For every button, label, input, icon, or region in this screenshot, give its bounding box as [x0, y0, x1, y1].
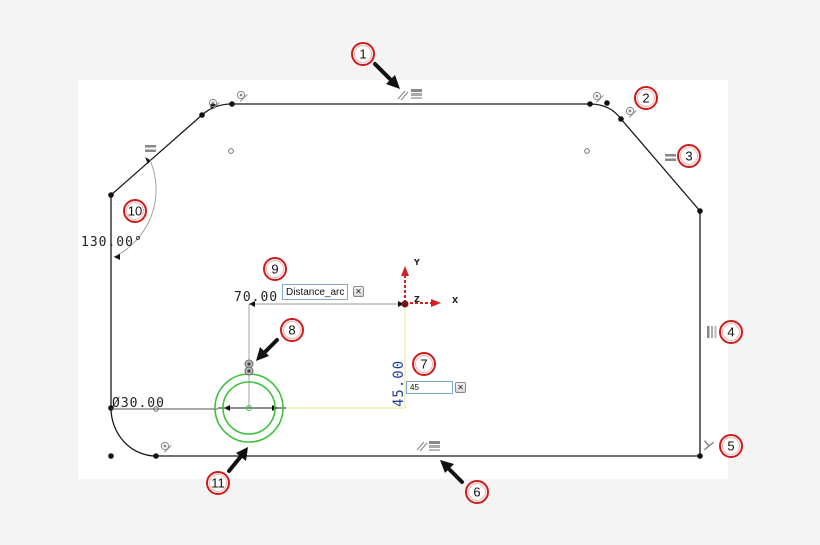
close-vertical-dimension-button[interactable]: ✕: [455, 382, 466, 393]
y-axis-label: Y: [413, 258, 420, 267]
callout-4: 4: [719, 320, 743, 344]
svg-text:3: 3: [685, 149, 692, 164]
close-distance-name-button[interactable]: ✕: [353, 286, 364, 297]
svg-text:6: 6: [473, 485, 480, 500]
sketch-profile[interactable]: [110, 103, 701, 457]
svg-text:1: 1: [359, 47, 366, 62]
left-chamfer-line[interactable]: [110, 114, 203, 196]
horizontal-dimension[interactable]: 70.00: [234, 290, 404, 408]
right-chamfer-line[interactable]: [620, 118, 701, 212]
callout-3: 3: [677, 144, 701, 168]
callout-7: 7: [412, 352, 436, 376]
svg-text:11: 11: [211, 476, 225, 491]
callout-5: 5: [719, 434, 743, 458]
parallel-icon[interactable]: [397, 90, 409, 101]
tangent-icon-top-left-1[interactable]: [207, 97, 220, 110]
vertical-dimension-input[interactable]: [406, 381, 453, 394]
parallel-icon-bottom[interactable]: [416, 441, 428, 452]
svg-text:7: 7: [420, 357, 427, 372]
svg-text:2: 2: [642, 91, 649, 106]
callout-1: 1: [351, 42, 375, 66]
callout-6: 6: [465, 480, 489, 504]
inner-circle[interactable]: [222, 381, 276, 435]
angle-dimension[interactable]: 130.00°: [81, 157, 157, 260]
sketch-canvas[interactable]: [78, 80, 728, 479]
vertical-dimension[interactable]: 45.00: [280, 306, 407, 409]
callout-8: 8: [280, 318, 304, 342]
tangent-icon-bottom-left[interactable]: [159, 440, 172, 453]
origin-axes: Y X Z: [401, 258, 459, 308]
tangent-icon-top-right-2[interactable]: [624, 105, 637, 118]
callout-11: 11: [206, 471, 230, 495]
equal-icon-left[interactable]: [145, 145, 156, 152]
horizontal-icon[interactable]: [411, 89, 422, 99]
callout-10: 10: [123, 199, 147, 223]
equal-icon-right[interactable]: [665, 154, 676, 161]
svg-text:4: 4: [727, 325, 734, 340]
diameter-value[interactable]: Ø30.00: [112, 396, 165, 411]
svg-text:5: 5: [727, 439, 734, 454]
top-right-arc[interactable]: [589, 103, 622, 120]
annotation-arrows: [227, 62, 464, 484]
tangent-icon-top-right-1[interactable]: [591, 90, 604, 103]
distance-name-input[interactable]: [282, 284, 348, 300]
svg-text:10: 10: [128, 204, 142, 219]
x-axis-label: X: [452, 296, 459, 305]
callout-2: 2: [634, 86, 658, 110]
horizontal-distance-value[interactable]: 70.00: [234, 290, 278, 305]
vertical-icon[interactable]: [707, 326, 717, 338]
svg-text:9: 9: [271, 262, 278, 277]
tangent-icon-top-left-2[interactable]: [235, 89, 248, 102]
svg-text:8: 8: [288, 323, 295, 338]
callout-9: 9: [263, 257, 287, 281]
angle-value[interactable]: 130.00°: [81, 235, 143, 250]
bottom-left-arc[interactable]: [110, 407, 157, 457]
concentric-icon[interactable]: [244, 359, 254, 376]
vertical-distance-value[interactable]: 45.00: [391, 360, 407, 407]
horizontal-icon-bottom[interactable]: [429, 441, 440, 451]
perpendicular-icon[interactable]: [700, 437, 715, 451]
z-axis-label: Z: [414, 295, 420, 304]
